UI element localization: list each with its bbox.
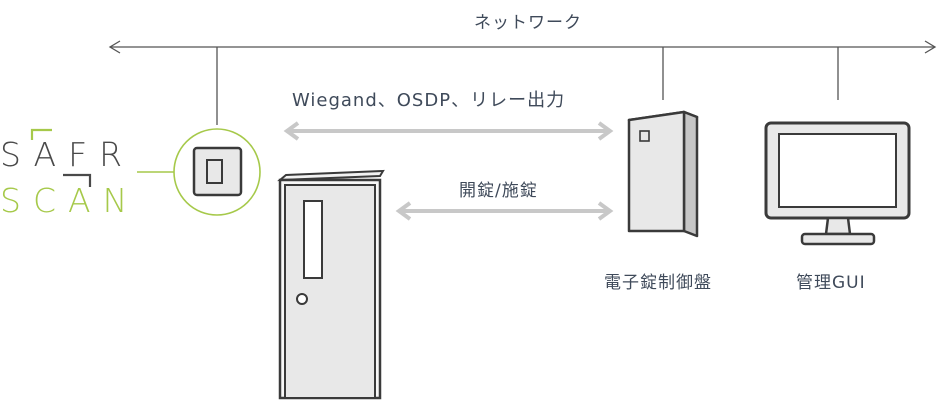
network-bus — [108, 40, 937, 125]
controller-icon — [627, 110, 699, 238]
lock-arrow — [395, 201, 614, 221]
controller-label: 電子錠制御盤 — [604, 273, 712, 293]
lock-label: 開錠/施錠 — [459, 181, 538, 201]
logo-accent — [30, 128, 92, 187]
gui-label: 管理GUI — [796, 273, 866, 293]
logo-scan: SCAN — [0, 181, 140, 220]
door-icon — [277, 169, 385, 400]
reader-icon — [137, 128, 261, 216]
protocol-arrow — [283, 121, 614, 141]
logo-safr: SAFR — [0, 135, 135, 174]
network-label: ネットワーク — [474, 13, 582, 33]
protocol-label: Wiegand、OSDP、リレー出力 — [292, 90, 566, 111]
monitor-icon — [764, 121, 911, 246]
